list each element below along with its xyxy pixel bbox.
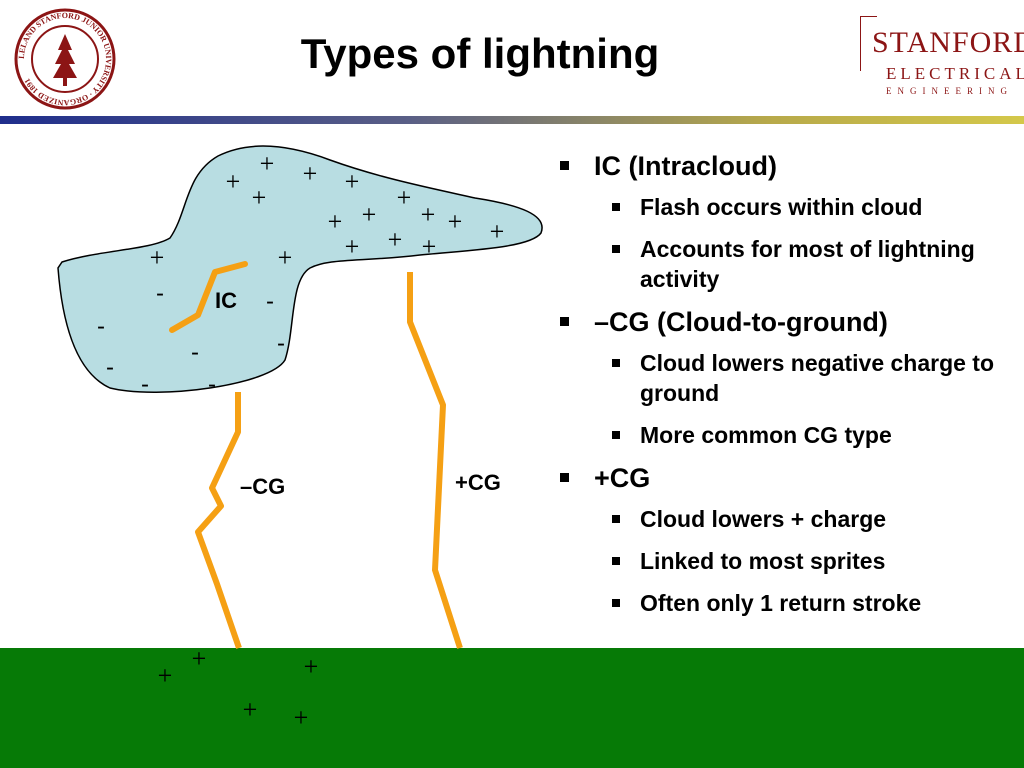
sub-bullet: Cloud lowers + charge (556, 504, 1016, 534)
thundercloud (57, 145, 543, 393)
cloud-minus-charge: - (106, 354, 114, 381)
bullet-square-icon (612, 557, 620, 565)
bullet-square-icon (560, 161, 569, 170)
cloud-plus-charge: + (448, 207, 463, 236)
bullet-square-icon (560, 473, 569, 482)
sub-bullet-text: Cloud lowers negative charge to ground (640, 350, 995, 406)
ground (0, 648, 1024, 768)
cloud-plus-charge: + (150, 243, 165, 272)
cloud-plus-charge: + (421, 200, 436, 229)
cloud-plus-charge: + (260, 149, 275, 178)
cloud-plus-charge: + (226, 167, 241, 196)
sub-bullet: Cloud lowers negative charge to ground (556, 348, 1016, 408)
ic-bolt (169, 261, 248, 333)
neg-cg-bolt (195, 392, 242, 649)
bullet-square-icon (612, 359, 620, 367)
logo-line-3: ENGINEERING (886, 86, 1013, 96)
cloud-plus-charge: + (345, 232, 360, 261)
sub-bullet-text: Linked to most sprites (640, 548, 886, 574)
cloud-minus-charge: - (97, 313, 105, 340)
cloud-minus-charge: - (208, 371, 216, 398)
bullet-square-icon (612, 515, 620, 523)
cloud-plus-charge: + (303, 159, 318, 188)
sub-bullet-text: Accounts for most of lightning activity (640, 236, 975, 292)
cloud-minus-charge: - (156, 280, 164, 307)
bullet-square-icon (560, 317, 569, 326)
cloud-minus-charge: - (191, 339, 199, 366)
cloud-minus-charge: - (141, 371, 149, 398)
logo-bracket (860, 16, 877, 71)
sub-bullet: Linked to most sprites (556, 546, 1016, 576)
bullet-square-icon (612, 203, 620, 211)
cloud-minus-charge: - (266, 288, 274, 315)
bullet-square-icon (612, 599, 620, 607)
bullet-square-icon (612, 431, 620, 439)
sub-bullet: Flash occurs within cloud (556, 192, 1016, 222)
slide-title: Types of lightning (300, 30, 660, 77)
sub-bullet: Often only 1 return stroke (556, 588, 1016, 618)
ground-plus-charge: + (304, 652, 319, 681)
cloud-plus-charge: + (388, 225, 403, 254)
cloud-minus-charge: - (277, 330, 285, 357)
cloud-plus-charge: + (278, 243, 293, 272)
ground-plus-charge: + (158, 661, 173, 690)
bullet-ic: IC (Intracloud) (556, 150, 1016, 182)
header-rule (0, 116, 1024, 124)
pos-cg-label: +CG (455, 470, 501, 495)
neg-cg-label: –CG (240, 474, 285, 499)
logo-line-1: STANFORD (872, 26, 1024, 59)
ground-plus-charge: + (294, 703, 309, 732)
bullet-list: IC (Intracloud) Flash occurs within clou… (556, 150, 1016, 630)
bullet-text: IC (Intracloud) (594, 151, 777, 181)
cloud-plus-charge: + (252, 183, 267, 212)
sub-bullet-text: Cloud lowers + charge (640, 506, 887, 532)
sub-bullet-text: Flash occurs within cloud (640, 194, 923, 220)
cloud-plus-charge: + (490, 217, 505, 246)
sub-bullet-text: Often only 1 return stroke (640, 590, 922, 616)
sub-bullet-text: More common CG type (640, 422, 892, 448)
bullet-neg-cg: –CG (Cloud-to-ground) (556, 306, 1016, 338)
bullet-text: +CG (594, 463, 651, 493)
bullet-text: –CG (Cloud-to-ground) (594, 307, 888, 337)
bullet-pos-cg: +CG (556, 462, 1016, 494)
cloud-plus-charge: + (422, 232, 437, 261)
sub-bullet: More common CG type (556, 420, 1016, 450)
stanford-ee-logo: STANFORD ELECTRICAL ENGINEERING (860, 16, 1024, 96)
ground-plus-charge: + (192, 644, 207, 673)
pos-cg-bolt (407, 272, 463, 649)
ground-plus-charge: + (243, 695, 258, 724)
bullet-square-icon (612, 245, 620, 253)
cloud-plus-charge: + (362, 200, 377, 229)
logo-line-2: ELECTRICAL (886, 64, 1024, 83)
ic-label: IC (215, 288, 237, 313)
stanford-seal-logo: LELAND STANFORD JUNIOR UNIVERSITY · ORGA… (14, 8, 116, 110)
cloud-plus-charge: + (345, 167, 360, 196)
lightning-diagram: + + + + + + + + + + + + + + + + - - - - … (0, 145, 1024, 768)
cloud-plus-charge: + (397, 183, 412, 212)
cloud-plus-charge: + (328, 207, 343, 236)
sub-bullet: Accounts for most of lightning activity (556, 234, 1016, 294)
